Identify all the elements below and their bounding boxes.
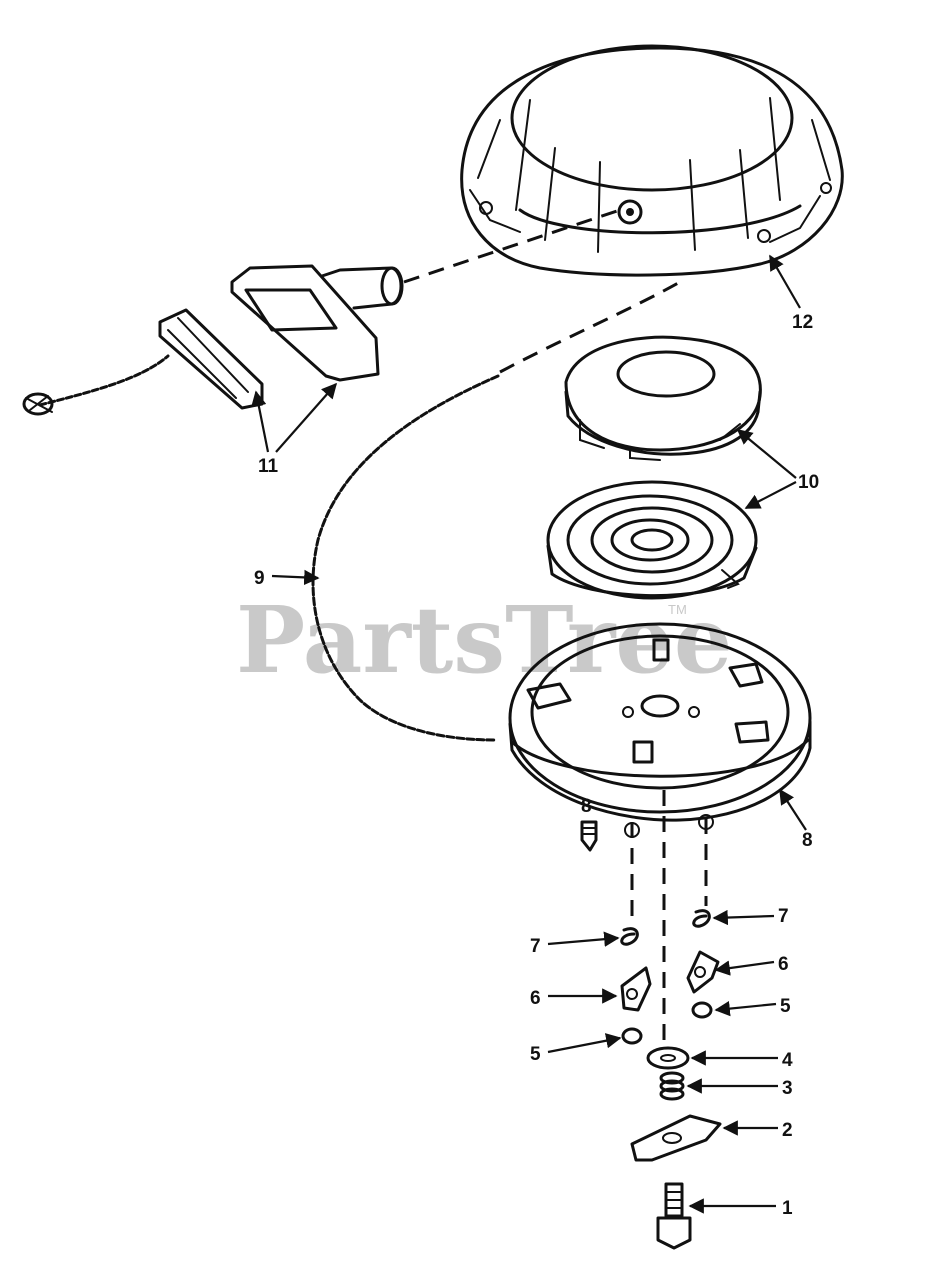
callout-1: 1 <box>782 1198 793 1219</box>
leader-9 <box>271 569 320 586</box>
callout-3: 3 <box>782 1078 793 1099</box>
pulley-part <box>508 622 812 838</box>
callout-10: 10 <box>798 472 819 493</box>
callout-12: 12 <box>792 312 813 333</box>
pawl-spring-left-part <box>620 927 639 946</box>
starter-handle-part <box>158 264 404 410</box>
assembly-line-handle <box>403 208 621 284</box>
callout-7-left: 7 <box>530 936 541 957</box>
callout-6-left: 6 <box>530 988 541 1009</box>
leader-7-right <box>712 909 775 926</box>
callout-7-right: 7 <box>778 906 789 927</box>
leader-5-left <box>547 1033 622 1054</box>
leader-11-a <box>251 390 270 453</box>
recoil-spring-part <box>546 480 758 600</box>
starter-housing-part <box>460 44 844 277</box>
small-screw-part <box>580 820 598 852</box>
callout-6-right: 6 <box>778 954 789 975</box>
callout-9: 9 <box>254 568 265 589</box>
rope-end-knot <box>22 354 170 416</box>
brake-spring-part <box>659 1071 685 1101</box>
leader-11-b <box>275 382 338 453</box>
spring-cover-part <box>564 335 762 461</box>
watermark-trademark: TM <box>668 602 687 617</box>
retainer-plate-part <box>630 1114 722 1162</box>
leader-5-right <box>714 1000 777 1017</box>
assembly-line-rope <box>499 280 681 374</box>
starter-rope-part <box>311 374 500 742</box>
leader-6-right <box>714 960 775 976</box>
callout-4: 4 <box>782 1050 793 1071</box>
callout-11: 11 <box>258 456 279 477</box>
partstree-watermark: PartsTree <box>236 586 732 694</box>
clip-right-part <box>691 1001 713 1019</box>
pawl-right-part <box>686 950 720 994</box>
callout-8-screw: 8 <box>581 796 592 817</box>
pawl-left-part <box>620 966 652 1012</box>
clip-left-part <box>621 1027 643 1045</box>
callout-5-right: 5 <box>780 996 791 1017</box>
leader-7-left <box>547 931 620 947</box>
leader-10-a <box>736 429 797 479</box>
retainer-screw-part <box>656 1182 692 1250</box>
leader-12 <box>769 254 801 309</box>
leader-8 <box>779 788 807 831</box>
leader-10-b <box>744 481 797 509</box>
washer-part <box>646 1046 690 1070</box>
callout-5-left: 5 <box>530 1044 541 1065</box>
pawl-spring-right-part <box>692 909 711 928</box>
callout-8: 8 <box>802 830 813 851</box>
callout-2: 2 <box>782 1120 793 1141</box>
